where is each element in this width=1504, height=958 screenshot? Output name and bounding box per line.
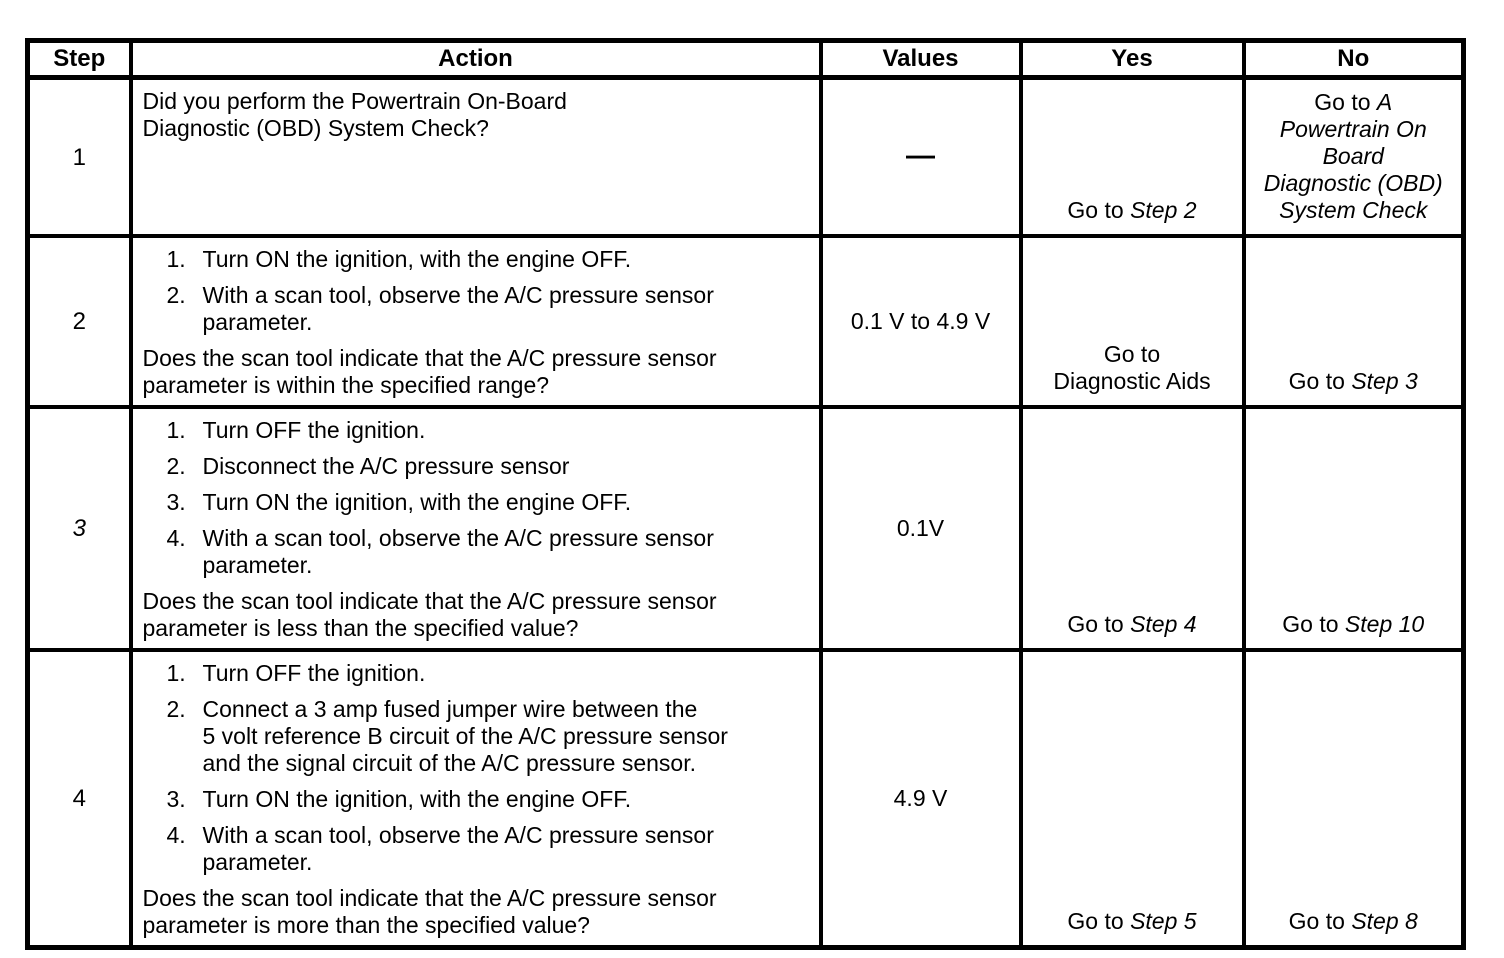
step-cell: 2 — [25, 234, 133, 409]
no-value-dash: — — [906, 140, 935, 172]
action-list-item: 3. Turn ON the ignition, with the engine… — [166, 786, 632, 812]
table-row: 4 1. Turn OFF the ignition. 2. Connect a… — [25, 648, 1466, 950]
goto-text: Go to Diagnostic Aids — [1053, 341, 1211, 394]
value-text: 4.9 V — [893, 785, 948, 811]
table-row: 1 Did you perform the Powertrain On-Boar… — [25, 75, 1466, 238]
step-cell: 1 — [25, 75, 133, 238]
yes-cell: Go to Diagnostic Aids — [1018, 234, 1246, 409]
values-cell: 4.9 V — [818, 648, 1023, 950]
col-header-no: No — [1241, 38, 1466, 80]
goto-text: Go to Step 3 — [1288, 368, 1418, 394]
no-cell: Go to Step 8 — [1241, 648, 1466, 950]
step-cell: 4 — [25, 648, 133, 950]
action-cell: 1. Turn OFF the ignition. 2. Connect a 3… — [128, 648, 823, 950]
no-cell: Go to Step 3 — [1241, 234, 1466, 409]
action-list-item: 2. Disconnect the A/C pressure sensor — [166, 453, 570, 479]
diagnostic-table: Step Action Values Yes No 1 Did you perf… — [25, 38, 1466, 950]
goto-text: Go to A Powertrain On Board Diagnostic (… — [1263, 89, 1443, 223]
no-cell: Go to A Powertrain On Board Diagnostic (… — [1241, 75, 1466, 238]
action-list-item: 1. Turn OFF the ignition. — [166, 660, 426, 686]
action-list-item: 1. Turn ON the ignition, with the engine… — [166, 246, 632, 272]
goto-text: Go to Step 4 — [1067, 611, 1197, 637]
goto-text: Go to Step 2 — [1067, 197, 1197, 223]
table-row: 2 1. Turn ON the ignition, with the engi… — [25, 234, 1466, 409]
yes-cell: Go to Step 4 — [1018, 405, 1246, 652]
header-row: Step Action Values Yes No — [25, 38, 1466, 80]
yes-cell: Go to Step 5 — [1018, 648, 1246, 950]
action-question: Did you perform the Powertrain On-Board … — [142, 88, 567, 141]
action-question: Does the scan tool indicate that the A/C… — [142, 345, 717, 398]
yes-cell: Go to Step 2 — [1018, 75, 1246, 238]
action-list-item: 1. Turn OFF the ignition. — [166, 417, 426, 443]
action-question: Does the scan tool indicate that the A/C… — [142, 885, 717, 938]
action-cell: Did you perform the Powertrain On-Board … — [128, 75, 823, 238]
action-question: Does the scan tool indicate that the A/C… — [142, 588, 717, 641]
values-cell: 0.1 V to 4.9 V — [818, 234, 1023, 409]
goto-text: Go to Step 8 — [1288, 908, 1418, 934]
action-list-item: 3. Turn ON the ignition, with the engine… — [166, 489, 632, 515]
col-header-values: Values — [818, 38, 1023, 80]
goto-text: Go to Step 5 — [1067, 908, 1197, 934]
col-header-step: Step — [25, 38, 133, 80]
action-cell: 1. Turn OFF the ignition. 2. Disconnect … — [128, 405, 823, 652]
action-list-item: 2. With a scan tool, observe the A/C pre… — [166, 282, 714, 335]
col-header-action: Action — [128, 38, 823, 80]
value-text: 0.1V — [896, 515, 945, 541]
action-list-item: 2. Connect a 3 amp fused jumper wire bet… — [166, 696, 728, 776]
step-cell: 3 — [25, 405, 133, 652]
goto-text: Go to Step 10 — [1282, 611, 1425, 637]
value-text: 0.1 V to 4.9 V — [850, 308, 991, 334]
action-list-item: 4. With a scan tool, observe the A/C pre… — [166, 525, 714, 578]
action-list-item: 4. With a scan tool, observe the A/C pre… — [166, 822, 714, 875]
no-cell: Go to Step 10 — [1241, 405, 1466, 652]
col-header-yes: Yes — [1018, 38, 1246, 80]
table-row: 3 1. Turn OFF the ignition. 2. Disconnec… — [25, 405, 1466, 652]
action-cell: 1. Turn ON the ignition, with the engine… — [128, 234, 823, 409]
values-cell: — — [818, 75, 1023, 238]
values-cell: 0.1V — [818, 405, 1023, 652]
